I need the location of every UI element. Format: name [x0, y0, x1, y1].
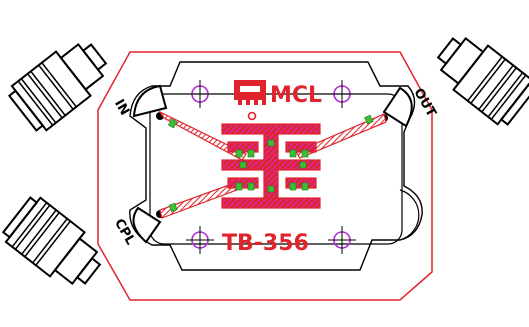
- pad-mid-right-top: [285, 141, 317, 153]
- board-side-notch: [399, 189, 420, 241]
- launch-pad-cpl: [132, 206, 164, 244]
- pad-mid-left-top: [227, 141, 259, 153]
- mounting-holes: [186, 80, 356, 254]
- pad-top-bar: [221, 123, 321, 135]
- pad-mid-right-bot: [285, 177, 317, 189]
- mounting-hole-bottom-left: [186, 226, 214, 254]
- solder-marks: [167, 114, 374, 213]
- board-ground-window: [149, 93, 403, 245]
- pad-bottom-bar: [221, 197, 321, 209]
- component-pads: [221, 123, 321, 209]
- connector-out: [436, 36, 529, 126]
- mounting-hole-top-left: [186, 80, 214, 108]
- traces: [158, 110, 387, 219]
- model-label: TB-356: [222, 231, 309, 256]
- port-label-in: IN: [111, 97, 132, 118]
- connector-in: [7, 42, 108, 132]
- via-marker: [247, 111, 257, 121]
- mounting-hole-bottom-right: [328, 226, 356, 254]
- manufacturer-label: MCL: [270, 83, 322, 108]
- pad-mid-left-bot: [227, 177, 259, 189]
- trace-out: [295, 113, 387, 159]
- pad-center-column: [263, 133, 279, 199]
- mcl-logo-icon: [234, 80, 266, 105]
- mounting-hole-top-right: [328, 80, 356, 108]
- launch-pad-in: [132, 84, 168, 120]
- connector-cpl: [1, 196, 102, 286]
- board-outer-outline: [97, 51, 433, 301]
